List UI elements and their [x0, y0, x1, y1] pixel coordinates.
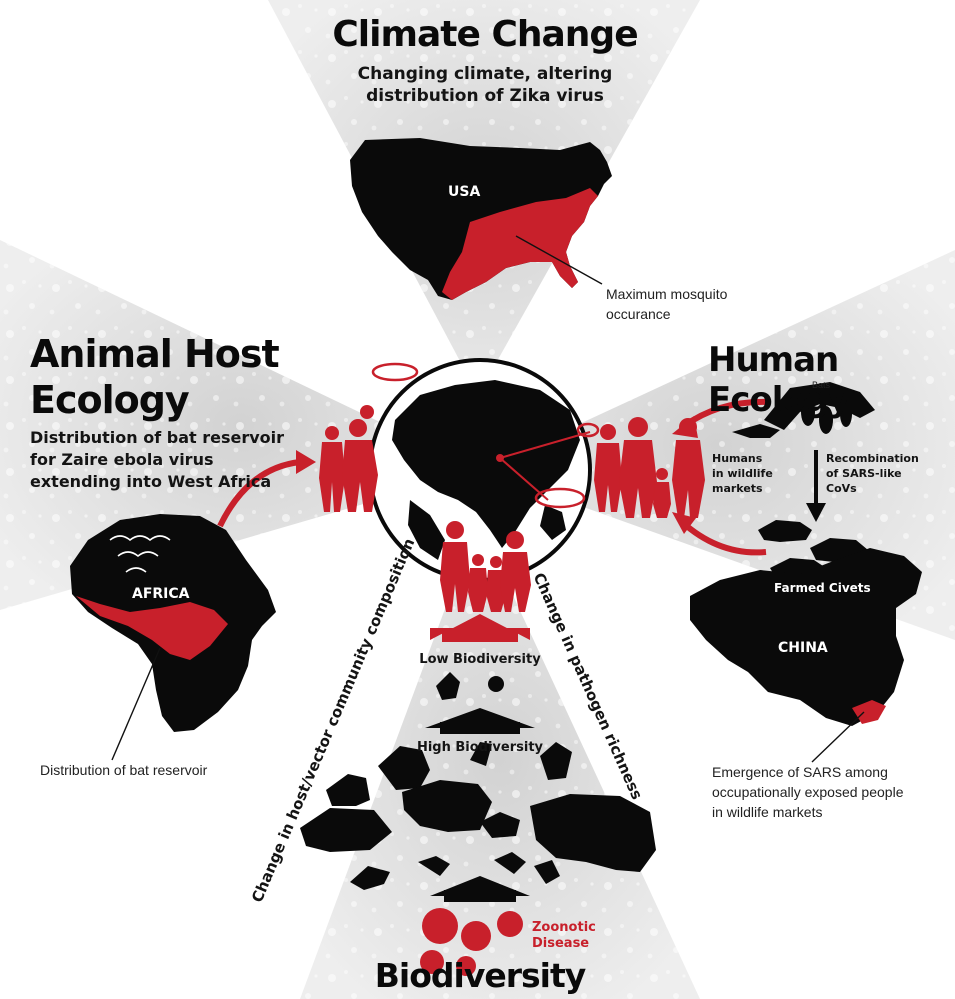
bat-reservoir-note: Distribution of bat reservoir [40, 762, 208, 778]
animal-subtitle-line1: Distribution of bat reservoir [30, 428, 285, 447]
human-figures-right [594, 417, 705, 518]
animal-title-line1: Animal Host [30, 332, 280, 376]
africa-map [70, 514, 276, 761]
mosquito-note-line1: Maximum mosquito [606, 286, 728, 302]
globe [368, 358, 600, 582]
biodiversity-animals [300, 672, 656, 890]
climate-subtitle-line2: distribution of Zika virus [366, 86, 604, 106]
recomb-line2: of SARS-like [826, 467, 902, 480]
usa-label: USA [448, 184, 481, 200]
zoonotic-viruses [420, 908, 523, 976]
usa-map [350, 138, 612, 300]
bats [732, 382, 875, 438]
china-map [690, 548, 922, 763]
civets-label: Farmed Civets [774, 581, 871, 595]
high-biodiversity-label: High Biodiversity [416, 740, 544, 755]
low-biodiversity-label: Low Biodiversity [419, 652, 541, 667]
africa-label: AFRICA [132, 586, 190, 602]
animal-subtitle-line3: extending into West Africa [30, 472, 272, 491]
bat-reservoir-range [76, 596, 228, 660]
zoonotic-line1: Zoonotic [532, 920, 596, 935]
sars-region [852, 700, 886, 724]
bats-label: Bats [812, 380, 831, 390]
climate-title: Climate Change [332, 14, 638, 55]
animal-title-line2: Ecology [30, 378, 190, 422]
sars-note-line2: occupationally exposed people [712, 784, 904, 800]
human-figures-left [319, 405, 378, 512]
humans-line1: Humans [712, 452, 763, 465]
arrow-up-red [430, 614, 530, 640]
mosquito-note-line2: occurance [606, 306, 671, 322]
animal-subtitle-line2: for Zaire ebola virus [30, 450, 214, 469]
mosquito-range [442, 188, 598, 300]
sars-note-line3: in wildlife markets [712, 804, 823, 820]
human-title: Human Ecology [708, 340, 850, 420]
recomb-line1: Recombination [826, 452, 919, 465]
humans-line2: in wildlife [712, 467, 773, 480]
family-figures [440, 521, 531, 612]
china-label: CHINA [778, 640, 828, 656]
recomb-line3: CoVs [826, 482, 857, 495]
arrows [217, 398, 826, 902]
climate-subtitle-line1: Changing climate, altering [357, 64, 613, 84]
zoonotic-line2: Disease [532, 936, 590, 951]
humans-line3: markets [712, 482, 763, 495]
sars-note-line1: Emergence of SARS among [712, 764, 888, 780]
biodiversity-title: Biodiversity [374, 956, 586, 995]
